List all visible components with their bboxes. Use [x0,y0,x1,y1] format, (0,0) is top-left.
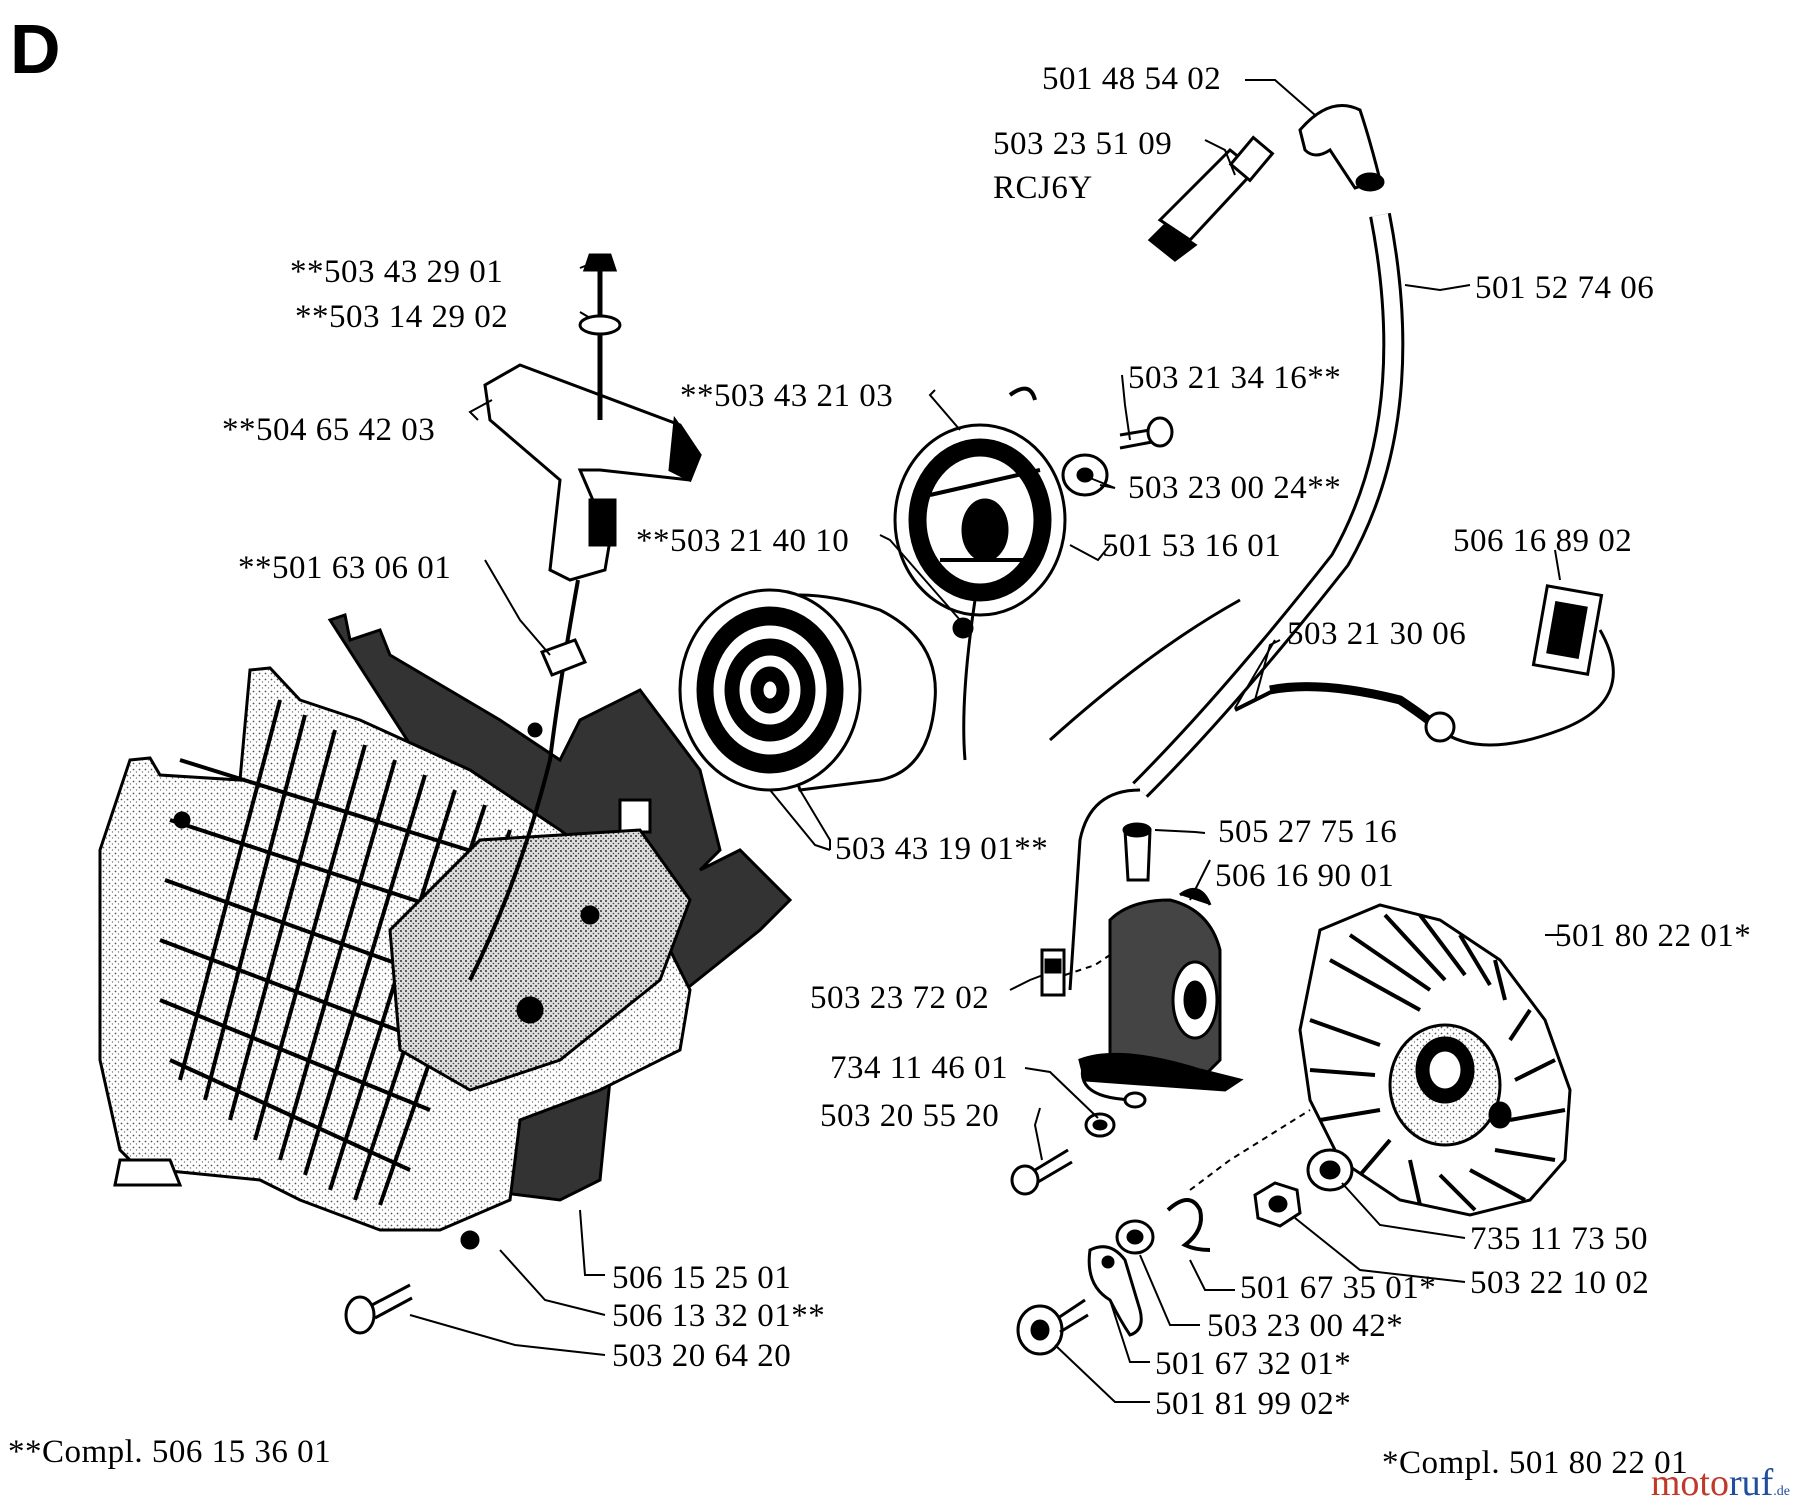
label-ht-lead: 501 52 74 06 [1475,270,1655,306]
leader-lines [409,79,1565,1403]
label-washer-top: **503 14 29 02 [295,299,509,335]
pulley-drawing [893,386,1067,761]
label-pawl-screw: 501 81 99 02* [1155,1386,1352,1422]
label-spring: **503 21 40 10 [636,523,850,559]
starter-housing-drawing [98,613,793,1250]
label-spark-cap: 501 48 54 02 [1042,61,1222,97]
label-nut-fly: 503 22 10 02 [1470,1265,1650,1301]
label-screw-mod: 503 20 55 20 [820,1098,1000,1134]
label-screw-pulley: 503 21 34 16** [1128,360,1342,396]
label-pulley-hub: 501 53 16 01 [1102,528,1282,564]
spark-plug-drawing [1147,135,1275,262]
pulley-screw-drawing [1061,416,1174,497]
label-washer-mod: 734 11 46 01 [830,1050,1009,1086]
label-washer-pulley: 503 23 00 24** [1128,470,1342,506]
label-spark-plug-type: RCJ6Y [993,170,1093,206]
starter-handle-drawing [468,253,702,981]
flywheel-drawing [1298,903,1572,1217]
watermark-logo: motoruf.de [1651,1464,1790,1502]
label-cover: 506 15 25 01 [612,1260,792,1296]
label-connector: 503 23 72 02 [810,980,990,1016]
section-letter: D [10,10,61,88]
label-pawl-spring: 501 67 35 01* [1240,1270,1437,1306]
footnote-left: **Compl. 506 15 36 01 [8,1434,332,1470]
label-ignition-module: 506 16 90 01 [1215,858,1395,894]
switch-drawing [1234,584,1615,747]
label-nut-top: **503 43 29 01 [290,254,504,290]
spark-cap-drawing [1298,104,1385,192]
label-spring-cassette: 503 43 19 01** [835,831,1049,867]
watermark-part2: ruf [1728,1462,1774,1504]
footnote-right: *Compl. 501 80 22 01 [1382,1445,1689,1481]
module-screw-drawing [1010,1112,1116,1196]
ht-lead-drawing [1048,212,1405,991]
label-washer-fly: 735 11 73 50 [1470,1221,1649,1257]
ignition-module-drawing [1040,822,1244,1109]
label-screw-wire: 503 21 30 06 [1287,616,1467,652]
label-spark-plug: 503 23 51 09 [993,126,1173,162]
pawl-assembly-drawing [1016,1198,1211,1356]
label-pawl: 501 67 32 01* [1155,1346,1352,1382]
label-switch: 506 16 89 02 [1453,523,1633,559]
spring-cassette-drawing [678,588,974,792]
cover-screw-drawing [344,1283,413,1335]
label-handle: **504 65 42 03 [222,412,436,448]
label-pulley: **503 43 21 03 [680,378,894,414]
label-boot: 505 27 75 16 [1218,814,1398,850]
watermark-part1: moto [1650,1462,1729,1504]
label-flywheel: 501 80 22 01* [1555,918,1752,954]
label-rope-guide: **501 63 06 01 [238,550,452,586]
label-starter-housing: 506 13 32 01** [612,1298,826,1334]
label-pawl-washer: 503 23 00 42* [1207,1308,1404,1344]
flywheel-nut-drawing [1253,1148,1354,1228]
watermark-part3: .de [1773,1484,1790,1499]
label-cover-screw: 503 20 64 20 [612,1338,792,1374]
